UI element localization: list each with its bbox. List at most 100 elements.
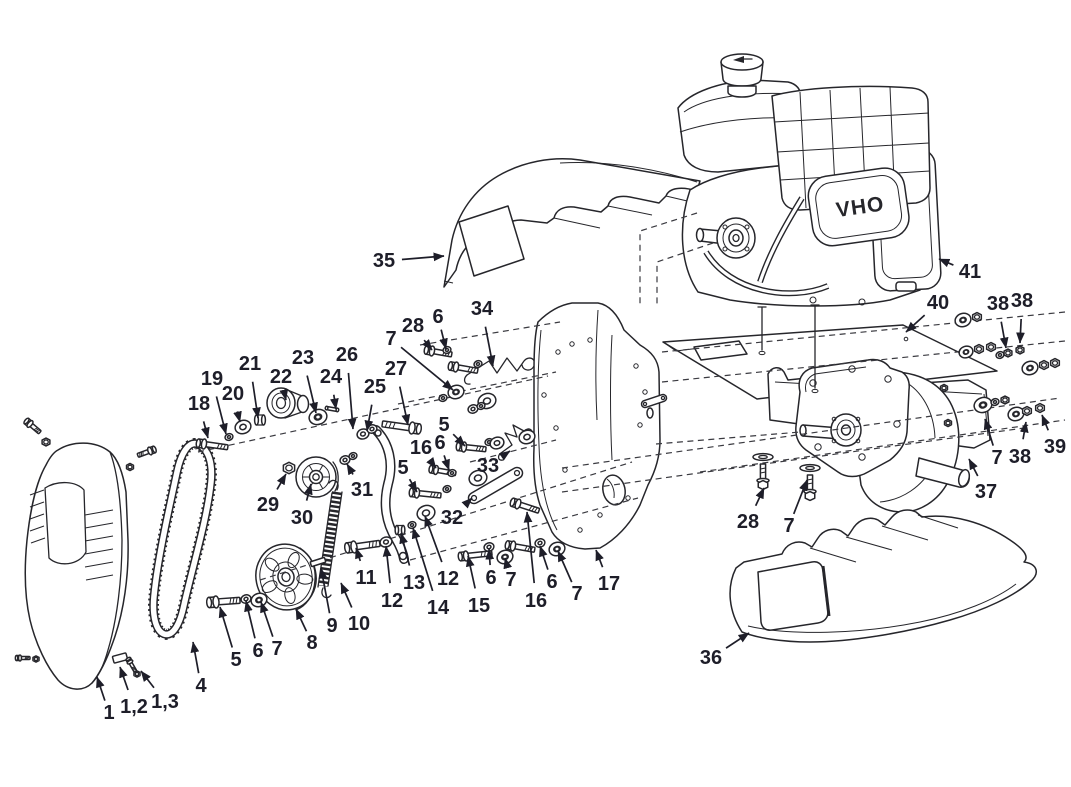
- callout-6-28: 6: [244, 600, 264, 662]
- callout-7-13: 7: [557, 550, 583, 605]
- nut-r5: [1000, 395, 1010, 405]
- part-number-label: 22: [270, 366, 292, 388]
- part-number-label: 6: [546, 571, 557, 593]
- callout-39-7: 39: [1041, 414, 1066, 458]
- callout-37-8: 37: [968, 458, 997, 503]
- callout-12-20: 12: [424, 515, 459, 590]
- leader-line: [201, 421, 210, 439]
- leader-line: [96, 676, 106, 701]
- nut-38b: [1015, 345, 1025, 355]
- nut-38-top: [971, 311, 983, 323]
- part-number-label: 38: [1009, 446, 1031, 468]
- nut-cover-bl: [32, 655, 40, 663]
- part-number-label: 10: [348, 613, 370, 635]
- crankshaft: [695, 217, 756, 259]
- part-number-label: 1,3: [151, 691, 179, 713]
- part-number-label: 13: [403, 572, 425, 594]
- callout-6-50: 6: [434, 432, 450, 471]
- callout-15-18: 15: [465, 555, 490, 617]
- part-number-label: 24: [320, 366, 343, 388]
- part-number-label: 1: [103, 702, 114, 724]
- part-number-label: 23: [292, 347, 314, 369]
- key-9: [309, 556, 327, 568]
- washer-33b: [518, 429, 536, 445]
- leader-line: [424, 515, 443, 563]
- screw-cover-tr: [136, 445, 157, 458]
- washer-33a: [489, 436, 505, 450]
- part-number-label: 14: [427, 597, 450, 619]
- callout-23-39: 23: [292, 347, 318, 414]
- part-number-label: 18: [188, 393, 210, 415]
- nut-r1: [973, 343, 985, 355]
- bolt-5-left: [205, 595, 241, 609]
- part-number-label: 7: [385, 328, 396, 350]
- drive-belt: [148, 438, 217, 640]
- callout-16-15: 16: [523, 511, 547, 612]
- part-number-label: 38: [987, 293, 1009, 315]
- part-number-label: 16: [410, 437, 432, 459]
- tension-spring: [317, 479, 343, 599]
- leader-line: [968, 458, 979, 477]
- leader-line: [364, 404, 374, 432]
- washer-r1: [958, 345, 974, 359]
- callout-7-16: 7: [503, 557, 517, 591]
- part-number-label: 12: [437, 568, 459, 590]
- nut-38c: [1021, 405, 1033, 417]
- part-number-label: 6: [434, 432, 445, 454]
- leader-line: [461, 497, 473, 509]
- washer-top-5: [467, 404, 479, 414]
- screw-cover-tl: [23, 417, 42, 435]
- pulley-depth-line: [295, 547, 316, 611]
- part-number-label: 9: [326, 615, 337, 637]
- callout-21-37: 21: [239, 353, 261, 419]
- washer-20: [234, 419, 252, 435]
- part-number-label: 34: [471, 298, 494, 320]
- callout-41-1: 41: [938, 258, 981, 283]
- part-number-label: 26: [336, 344, 358, 366]
- leader-line: [938, 258, 954, 268]
- callout-29-54: 29: [257, 473, 287, 516]
- engine: OHV: [677, 53, 942, 307]
- leader-line: [983, 418, 994, 446]
- part-number-label: 41: [959, 261, 981, 283]
- part-number-label: 8: [306, 632, 317, 654]
- leader-line: [426, 457, 437, 469]
- part-number-label: 6: [432, 306, 443, 328]
- part-number-label: 32: [441, 507, 463, 529]
- input-shaft: [799, 413, 862, 447]
- callout-5-29: 5: [218, 606, 242, 671]
- bolt-18: [195, 438, 229, 451]
- leader-line: [346, 463, 357, 476]
- part-number-label: 20: [222, 383, 244, 405]
- leader-line: [215, 396, 228, 435]
- part-number-label: 38: [1011, 290, 1033, 312]
- leader-line: [347, 372, 357, 430]
- leader-line: [725, 632, 750, 649]
- cover-vents: [29, 489, 114, 581]
- callout-20-36: 20: [222, 383, 244, 423]
- washer-12a: [379, 536, 393, 548]
- valve-cover: OHV: [807, 167, 910, 247]
- callout-18-34: 18: [188, 393, 210, 439]
- leader-line: [251, 381, 261, 419]
- leader-line: [503, 557, 512, 570]
- part-number-label: 28: [402, 315, 424, 337]
- callout-5-48: 5: [438, 414, 466, 447]
- leader-line: [330, 394, 339, 410]
- callout-24-40: 24: [320, 366, 343, 410]
- part-number-label: 7: [505, 569, 516, 591]
- spacer-13: [394, 524, 406, 536]
- callout-35-0: 35: [373, 250, 445, 272]
- leader-line: [295, 608, 308, 632]
- lower-shield: [729, 509, 1037, 643]
- part-number-label: 16: [525, 590, 547, 612]
- callout-6-14: 6: [539, 545, 558, 593]
- leader-line: [441, 455, 450, 471]
- part-number-label: 40: [927, 292, 949, 314]
- bolt-11: [343, 539, 381, 554]
- callout-1-31: 1: [96, 676, 115, 724]
- callout-14-19: 14: [411, 527, 450, 619]
- leader-line: [244, 600, 256, 639]
- callout-38-4: 38: [1011, 290, 1033, 344]
- callout-11-23: 11: [355, 547, 377, 589]
